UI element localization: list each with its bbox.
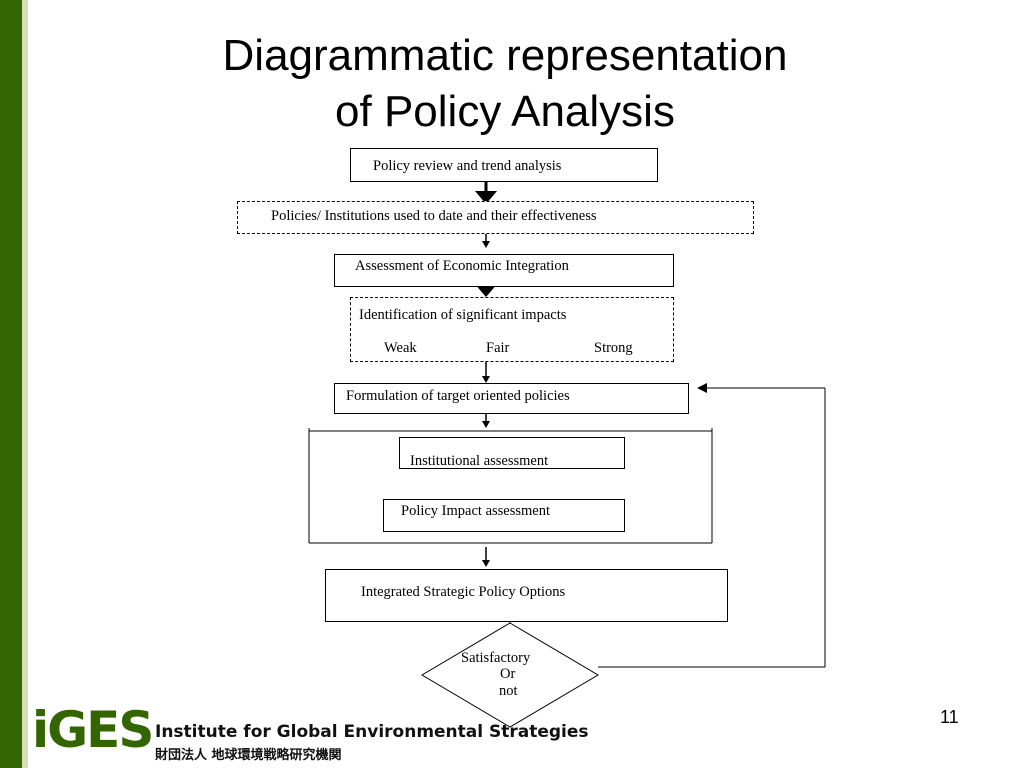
integrated-options-label: Integrated Strategic Policy Options (361, 584, 566, 600)
integrated-options-box: Integrated Strategic Policy Options (325, 569, 728, 622)
policies-institutions-box: Policies/ Institutions used to date and … (237, 201, 754, 234)
slide-title: Diagrammatic representation of Policy An… (140, 28, 870, 140)
policies-institutions-label: Policies/ Institutions used to date and … (271, 208, 597, 224)
policy-impact-label: Policy Impact assessment (401, 503, 551, 519)
policy-impact-box: Policy Impact assessment (383, 499, 625, 532)
title-line-1: Diagrammatic representation (222, 31, 788, 80)
assessment-economic-box: Assessment of Economic Integration (334, 254, 674, 287)
policy-review-box: Policy review and trend analysis (350, 148, 658, 182)
impact-level-strong: Strong (594, 340, 633, 356)
assessment-economic-label: Assessment of Economic Integration (355, 258, 569, 274)
left-accent-stripe (22, 0, 28, 768)
page-number: 11 (940, 707, 959, 727)
decision-text-line-3: not (499, 683, 518, 699)
decision-text-line-1: Satisfactory (461, 650, 531, 666)
feedback-loop-arrow (598, 383, 826, 668)
arrow-formulation-to-assessments (482, 414, 490, 428)
institutional-assessment-label: Institutional assessment (410, 453, 549, 469)
decision-diamond (421, 622, 599, 728)
formulation-box: Formulation of target oriented policies (334, 383, 689, 414)
arrow-review-to-policies (475, 182, 497, 204)
policy-review-label: Policy review and trend analysis (373, 158, 562, 174)
institutional-assessment-box: Institutional assessment (399, 437, 625, 469)
arrow-identification-to-formulation (482, 362, 490, 383)
arrow-assessments-to-integrated (482, 547, 490, 567)
identification-label: Identification of significant impacts (359, 307, 567, 323)
formulation-label: Formulation of target oriented policies (346, 388, 570, 404)
iges-logo-name: Institute for Global Environmental Strat… (155, 722, 589, 742)
iges-logo-japanese: 財団法人 地球環境戦略研究機関 (155, 748, 342, 763)
iges-logo-mark: iGES (32, 701, 154, 759)
impact-level-weak: Weak (384, 340, 417, 356)
impact-level-fair: Fair (486, 340, 510, 356)
left-accent-bar (0, 0, 22, 768)
assessment-group-frame (308, 428, 713, 544)
identification-box: Identification of significant impacts We… (350, 297, 674, 362)
title-line-2: of Policy Analysis (335, 87, 675, 136)
decision-text-line-2: Or (500, 666, 516, 682)
